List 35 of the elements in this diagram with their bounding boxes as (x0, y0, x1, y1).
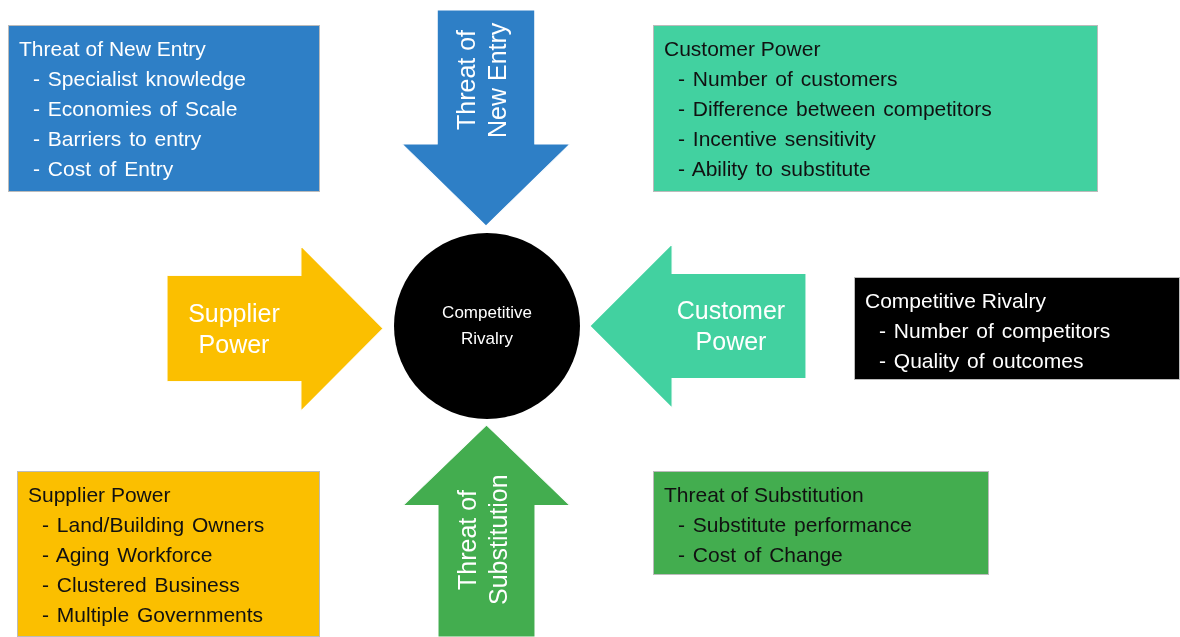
info-box (854, 277, 1180, 380)
list-item: - Clustered Business (41, 572, 241, 598)
list-item: - Economies of Scale (32, 96, 239, 122)
arrow-label: Supplier Power (187, 297, 281, 360)
list-item: - Difference between competitors (677, 96, 993, 122)
list-item: - Barriers to entry (32, 126, 203, 152)
info-box (8, 25, 320, 192)
circle-label: Competitive Rivalry (441, 302, 533, 350)
info-box (653, 471, 989, 575)
list-item: - Number of customers (677, 66, 899, 92)
list-item: - Cost of Change (677, 542, 844, 568)
list-item: - Land/Building Owners (41, 512, 266, 538)
box-heading: Threat of Substitution (664, 482, 865, 508)
block-arrow (403, 425, 570, 637)
list-item: - Substitute performance (677, 512, 913, 538)
block-arrow (590, 244, 806, 408)
info-box (17, 471, 320, 637)
arrow-label: Customer Power (675, 295, 787, 357)
block-arrow (167, 246, 383, 411)
list-item: - Aging Workforce (41, 542, 214, 568)
arrow-label: Threat of New Entry (451, 21, 512, 140)
block-arrow (402, 10, 570, 226)
box-heading: Competitive Rivalry (865, 288, 1047, 314)
list-item: - Specialist knowledge (32, 66, 247, 92)
list-item: - Number of competitors (878, 318, 1112, 344)
box-heading: Customer Power (664, 36, 822, 62)
box-heading: Threat of New Entry (19, 36, 207, 62)
list-item: - Multiple Governments (41, 602, 265, 628)
box-heading: Supplier Power (28, 482, 172, 508)
info-box (653, 25, 1098, 192)
list-item: - Cost of Entry (32, 156, 175, 182)
list-item: - Ability to substitute (677, 156, 872, 182)
list-item: - Incentive sensitivity (677, 126, 877, 152)
list-item: - Quality of outcomes (878, 348, 1085, 374)
arrow-label: Threat of Substitution (451, 473, 513, 607)
